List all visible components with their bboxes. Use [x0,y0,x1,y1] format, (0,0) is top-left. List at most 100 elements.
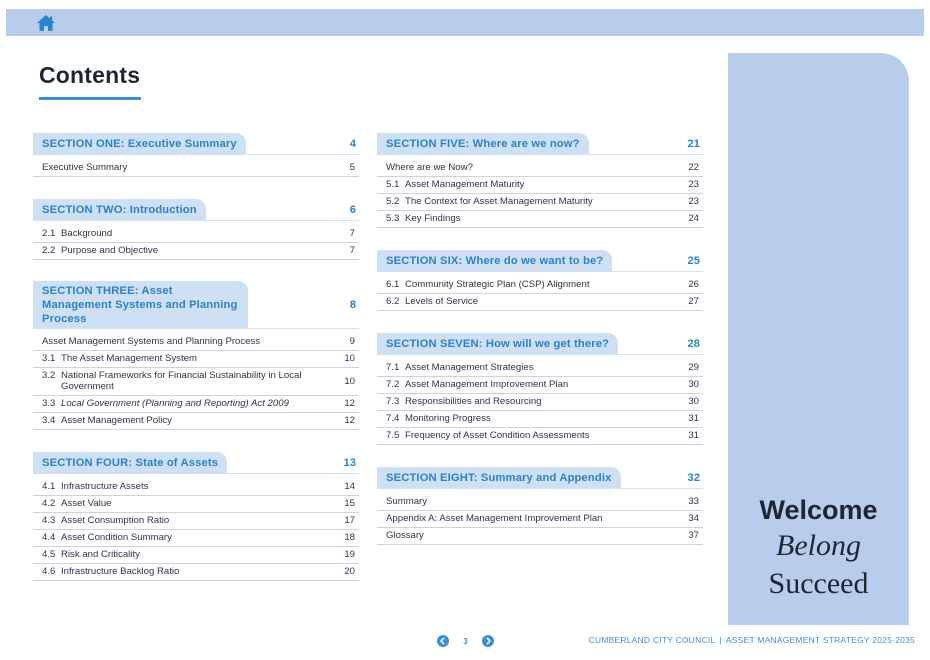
section-page-number: 25 [687,254,700,267]
entry-label: 5.2 The Context for Asset Management Matu… [386,196,593,207]
section-items: Where are we Now?22 5.1 Asset Management M… [377,160,703,228]
entry-text: Community Strategic Plan (CSP) Alignment [405,279,590,290]
entry-number: 4.4 [42,532,56,543]
entry-label: 5.1 Asset Management Maturity [386,179,524,190]
section-heading[interactable]: SECTION THREE: Asset Management Systems … [33,281,359,329]
section-items: Asset Management Systems and Planning Pr… [33,334,359,430]
section-heading[interactable]: SECTION FIVE: Where are we now? 21 [377,132,703,155]
toc-entry[interactable]: Appendix A: Asset Management Improvement… [377,511,703,528]
entry-label: Asset Management Systems and Planning Pr… [42,336,260,347]
section-heading[interactable]: SECTION SEVEN: How will we get there?28 [377,332,703,355]
entry-label: 4.4 Asset Condition Summary [42,532,172,543]
entry-label: Summary [386,496,427,507]
entry-page-number: 7 [349,245,355,256]
page-navigation: 3 [437,635,494,647]
entry-text: Appendix A: Asset Management Improvement… [386,513,603,524]
entry-number: 4.1 [42,481,56,492]
entry-text: Asset Value [61,498,112,509]
toc-entry[interactable]: Where are we Now?22 [377,160,703,177]
section-underline [33,328,359,329]
entry-text: The Asset Management System [61,353,197,364]
entry-text: Asset Management Maturity [405,179,525,190]
chevron-left-icon[interactable] [437,635,449,647]
section-page-number: 21 [687,137,700,150]
home-icon[interactable] [36,14,56,32]
entry-text: Key Findings [405,213,461,224]
slogan-succeed: Succeed [768,567,869,600]
chevron-right-icon[interactable] [482,635,494,647]
section-page-number: 13 [343,456,356,469]
entry-text: Levels of Service [405,296,479,307]
toc-entry[interactable]: Summary 33 [377,494,703,511]
entry-text: Monitoring Progress [405,413,491,424]
section-underline [33,220,359,221]
entry-text: Asset Consumption Ratio [61,515,170,526]
entry-page-number: 37 [688,530,699,541]
entry-page-number: 19 [344,549,355,560]
section-title: SECTION FIVE: Where are we now? [377,132,589,155]
entry-text: Asset Management Improvement Plan [405,379,569,390]
entry-page-number: 20 [344,566,355,577]
entry-text: Risk and Criticality [61,549,140,560]
toc-entry[interactable]: Asset Management Systems and Planning Pr… [33,334,359,351]
entry-text: The Context for Asset Management Maturit… [405,196,593,207]
section-title: SECTION ONE: Executive Summary [33,132,246,155]
page-title: Contents [39,62,141,88]
entry-number: 3.4 [42,415,56,426]
section-underline [33,154,359,155]
entry-number: 5.1 [386,179,400,190]
entry-text: National Frameworks for Financial Sustai… [61,370,302,392]
toc-section: SECTION SIX: Where do we want to be?25 6.… [377,249,703,311]
entry-text: Asset Management Systems and Planning Pr… [42,336,261,347]
entry-page-number: 10 [344,375,355,387]
toc-entry[interactable]: 5.2 The Context for Asset Management Matu… [377,194,703,211]
section-page-number: 32 [687,471,700,484]
section-page-number: 28 [687,337,700,350]
entry-text: Frequency of Asset Condition Assessments [405,430,590,441]
entry-page-number: 33 [688,496,699,507]
entry-number: 5.2 [386,196,400,207]
entry-number: 7.3 [386,396,400,407]
entry-text: Asset Condition Summary [61,532,172,543]
section-heading[interactable]: SECTION SIX: Where do we want to be?25 [377,249,703,272]
